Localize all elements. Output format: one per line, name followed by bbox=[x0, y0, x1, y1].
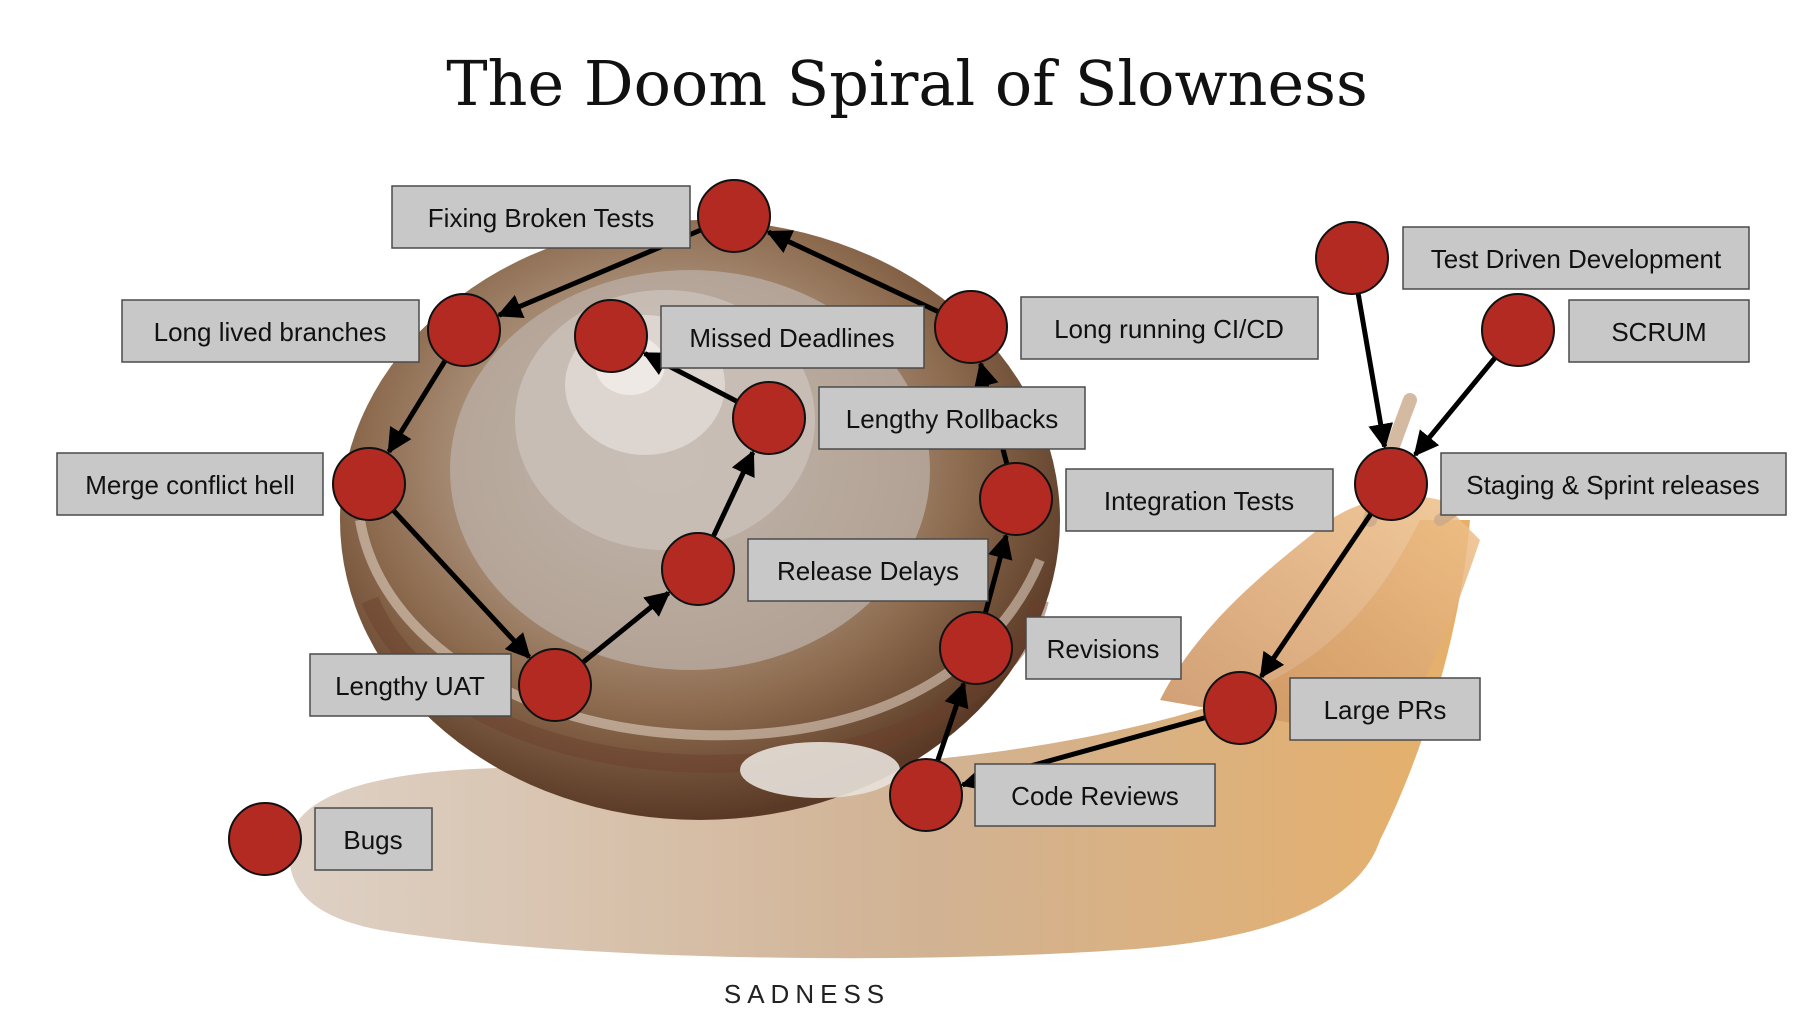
node-missed-deadlines: Missed Deadlines bbox=[660, 305, 925, 369]
node-dot-bugs bbox=[228, 802, 302, 876]
footer-caption: SADNESS bbox=[724, 979, 890, 1009]
node-dot-fixing-broken-tests bbox=[697, 179, 771, 253]
node-label: Missed Deadlines bbox=[689, 323, 894, 353]
node-dot-test-driven-development bbox=[1315, 221, 1389, 295]
node-long-lived-branches: Long lived branches bbox=[121, 299, 420, 363]
node-dot-staging-sprint-releases bbox=[1354, 447, 1428, 521]
arrow-release-delays-to-lengthy-rollbacks bbox=[711, 450, 756, 538]
node-test-driven-development: Test Driven Development bbox=[1402, 226, 1750, 290]
node-dot-scrum bbox=[1481, 293, 1555, 367]
node-lengthy-uat: Lengthy UAT bbox=[309, 653, 512, 717]
node-dot-integration-tests bbox=[979, 462, 1053, 536]
label-box bbox=[391, 185, 691, 249]
node-merge-conflict-hell: Merge conflict hell bbox=[56, 452, 324, 516]
arrow-revisions-to-integration-tests bbox=[982, 533, 1013, 614]
node-dot-large-prs bbox=[1203, 671, 1277, 745]
node-fixing-broken-tests: Fixing Broken Tests bbox=[391, 185, 691, 249]
arrow-lengthy-rollbacks-to-missed-deadlines bbox=[642, 351, 739, 404]
node-bugs: Bugs bbox=[314, 807, 433, 871]
node-label: Release Delays bbox=[777, 556, 959, 586]
arrow-long-running-ci-cd-to-fixing-broken-tests bbox=[766, 229, 940, 314]
node-long-running-ci-cd: Long running CI/CD bbox=[1020, 296, 1319, 360]
node-release-delays: Release Delays bbox=[747, 538, 989, 602]
label-box bbox=[747, 538, 989, 602]
arrow-staging-sprint-releases-to-large-prs bbox=[1259, 512, 1373, 679]
node-dot-missed-deadlines bbox=[574, 299, 648, 373]
arrow-test-driven-development-to-staging-sprint-releases bbox=[1355, 293, 1394, 450]
label-box bbox=[1402, 226, 1750, 290]
node-code-reviews: Code Reviews bbox=[974, 763, 1216, 827]
arrow-merge-conflict-hell-to-lengthy-uat bbox=[391, 508, 532, 659]
label-box bbox=[660, 305, 925, 369]
node-label: Large PRs bbox=[1324, 695, 1447, 725]
label-box bbox=[1025, 616, 1182, 680]
node-dot-code-reviews bbox=[889, 758, 963, 832]
node-label: Revisions bbox=[1047, 634, 1160, 664]
arrow-long-lived-branches-to-merge-conflict-hell bbox=[386, 359, 448, 454]
node-label: Lengthy Rollbacks bbox=[846, 404, 1058, 434]
edges-layer bbox=[386, 227, 1498, 791]
label-box bbox=[1065, 468, 1334, 532]
arrow-lengthy-uat-to-release-delays bbox=[581, 590, 671, 665]
label-box bbox=[121, 299, 420, 363]
node-dot-merge-conflict-hell bbox=[332, 447, 406, 521]
node-dot-revisions bbox=[939, 611, 1013, 685]
node-label: Integration Tests bbox=[1104, 486, 1294, 516]
node-label: Long lived branches bbox=[154, 317, 387, 347]
node-scrum: SCRUM bbox=[1568, 299, 1750, 363]
node-label: Code Reviews bbox=[1011, 781, 1179, 811]
label-box bbox=[56, 452, 324, 516]
node-staging-sprint-releases: Staging & Sprint releases bbox=[1440, 452, 1787, 516]
label-box bbox=[314, 807, 433, 871]
node-dot-release-delays bbox=[661, 532, 735, 606]
node-revisions: Revisions bbox=[1025, 616, 1182, 680]
label-box bbox=[974, 763, 1216, 827]
arrow-code-reviews-to-revisions bbox=[935, 681, 969, 762]
node-label: Bugs bbox=[343, 825, 402, 855]
node-lengthy-rollbacks: Lengthy Rollbacks bbox=[818, 386, 1086, 450]
diagram-title: The Doom Spiral of Slowness bbox=[446, 47, 1368, 120]
arrow-scrum-to-staging-sprint-releases bbox=[1413, 356, 1498, 457]
label-box bbox=[818, 386, 1086, 450]
node-label: Merge conflict hell bbox=[85, 470, 295, 500]
node-label: Test Driven Development bbox=[1431, 244, 1722, 274]
label-box bbox=[1289, 677, 1481, 741]
node-dot-long-lived-branches bbox=[427, 293, 501, 367]
node-dot-long-running-ci-cd bbox=[934, 290, 1008, 364]
label-box bbox=[1568, 299, 1750, 363]
node-label: Fixing Broken Tests bbox=[428, 203, 654, 233]
node-label: Long running CI/CD bbox=[1054, 314, 1284, 344]
node-label: SCRUM bbox=[1611, 317, 1706, 347]
nodes-layer bbox=[228, 179, 1555, 876]
label-box bbox=[1440, 452, 1787, 516]
node-integration-tests: Integration Tests bbox=[1065, 468, 1334, 532]
node-label: Staging & Sprint releases bbox=[1466, 470, 1759, 500]
node-dot-lengthy-rollbacks bbox=[732, 381, 806, 455]
label-box bbox=[1020, 296, 1319, 360]
node-large-prs: Large PRs bbox=[1289, 677, 1481, 741]
node-label: Lengthy UAT bbox=[335, 671, 485, 701]
node-dot-lengthy-uat bbox=[518, 648, 592, 722]
label-box bbox=[309, 653, 512, 717]
